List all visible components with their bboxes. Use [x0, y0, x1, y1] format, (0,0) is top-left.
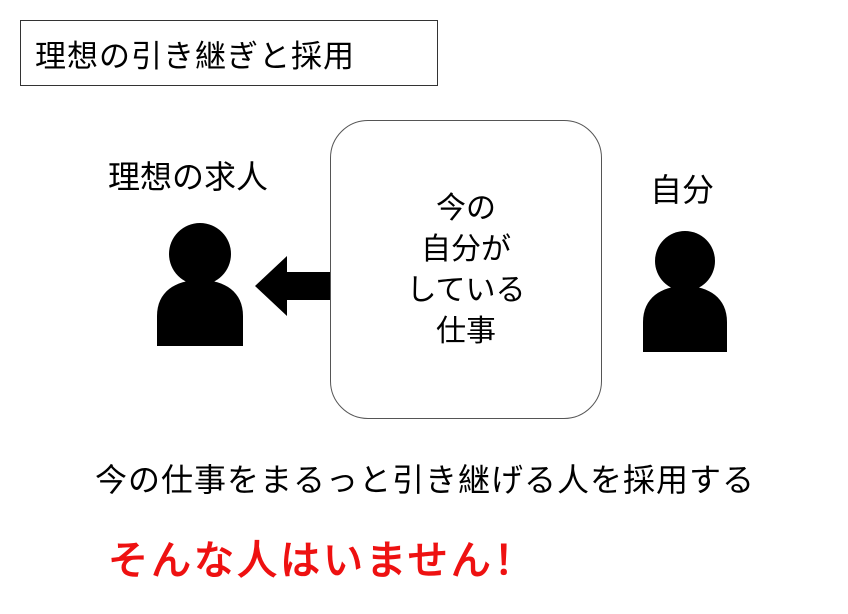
hiring-statement: 今の仕事をまるっと引き継げる人を採用する: [95, 461, 756, 499]
current-work-line: 今の: [436, 190, 496, 226]
arrow-shape: [255, 256, 335, 316]
current-work-line: 仕事: [436, 313, 496, 349]
slide-title: 理想の引き継ぎと採用: [35, 38, 355, 75]
person-body: [643, 286, 727, 352]
punchline-text: そんな人はいません！: [108, 538, 537, 584]
current-work-box: 今の 自分が している 仕事: [330, 120, 602, 419]
person-icon: [643, 231, 727, 352]
person-head: [655, 231, 715, 291]
ideal-hire-label: 理想の求人: [108, 158, 269, 196]
person-body: [157, 280, 243, 346]
person-icon: [157, 223, 243, 346]
current-work-line: 自分が: [421, 231, 511, 267]
title-box: 理想の引き継ぎと採用: [20, 20, 438, 86]
person-head: [169, 223, 231, 285]
self-label: 自分: [650, 171, 715, 209]
left-arrow-icon: [255, 256, 335, 316]
current-work-line: している: [406, 272, 526, 308]
